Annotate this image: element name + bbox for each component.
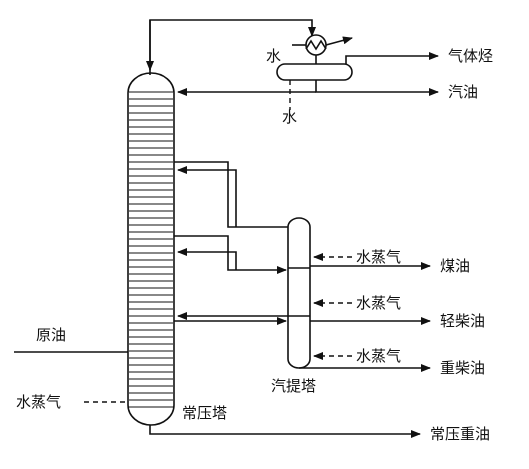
crude-oil-label: 原油 — [36, 326, 66, 344]
water-out-label: 水 — [282, 108, 297, 126]
column-trays — [129, 91, 173, 408]
main-column — [127, 72, 175, 426]
main-column-label: 常压塔 — [182, 404, 227, 422]
water-in-label: 水 — [266, 47, 281, 65]
gasoline-label: 汽油 — [448, 83, 478, 101]
gasoline-line — [315, 80, 439, 96]
side-draw-1-return — [177, 166, 237, 227]
side-draw-2-return — [177, 248, 237, 270]
side-draw-1-out — [174, 161, 292, 228]
stripper-label: 汽提塔 — [271, 377, 316, 395]
reflux-drum — [276, 63, 353, 81]
heavy-diesel-label: 重柴油 — [440, 359, 485, 377]
steam-2-label: 水蒸气 — [356, 294, 401, 312]
residue-label: 常压重油 — [430, 425, 490, 443]
steam-1-label: 水蒸气 — [356, 248, 401, 266]
steam-3-label: 水蒸气 — [356, 347, 401, 365]
gas-line — [345, 52, 439, 64]
stripper-column — [287, 217, 311, 369]
side-draw-2-out — [174, 235, 287, 274]
light-diesel-label: 轻柴油 — [440, 312, 485, 330]
condenser-icon — [292, 34, 353, 56]
kerosene-label: 煤油 — [440, 257, 470, 275]
gas-label: 气体烃 — [448, 47, 493, 65]
main-steam-label: 水蒸气 — [16, 393, 61, 411]
residue-line — [149, 425, 421, 438]
